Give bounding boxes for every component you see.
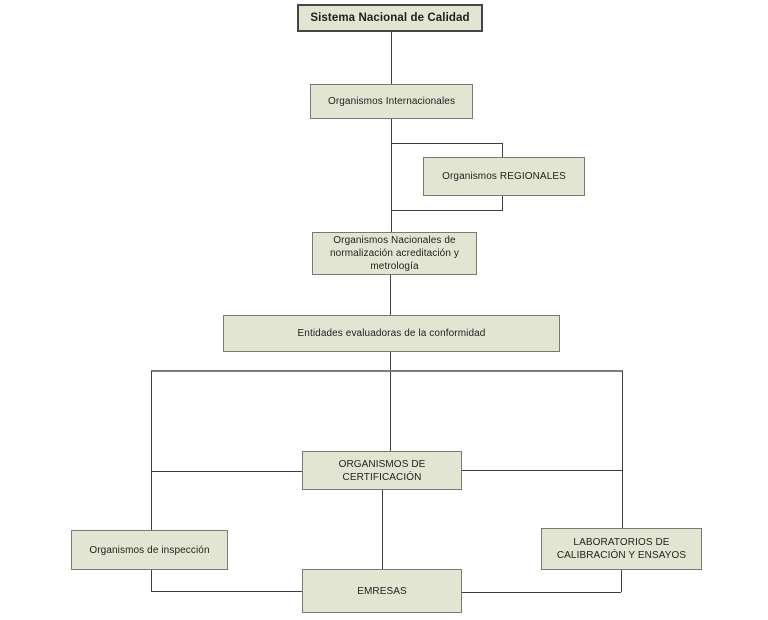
node-organismos-inspeccion: Organismos de inspección bbox=[71, 530, 228, 570]
node-organismos-internacionales: Organismos Internacionales bbox=[310, 84, 473, 119]
node-organismos-certificacion: ORGANISMOS DE CERTIFICACIÓN bbox=[302, 451, 462, 490]
connector-inspeccion-empresas bbox=[151, 591, 302, 592]
connector-branch-regionales-bottom bbox=[391, 210, 503, 211]
connector-empresas-laboratorios bbox=[462, 592, 621, 593]
connector-inspeccion-down bbox=[151, 570, 152, 591]
node-entidades-evaluadoras: Entidades evaluadoras de la conformidad bbox=[223, 315, 560, 352]
connector-right-rail bbox=[622, 371, 623, 528]
connector-top-span bbox=[151, 370, 623, 372]
node-empresas: EMRESAS bbox=[302, 569, 462, 613]
connector-root-internacionales bbox=[391, 32, 392, 84]
connector-branch-regionales-top-stub bbox=[502, 143, 503, 157]
connector-branch-regionales-top bbox=[391, 143, 503, 144]
connector-certificacion-empresas bbox=[382, 490, 383, 569]
node-organismos-regionales: Organismos REGIONALES bbox=[423, 157, 585, 196]
node-laboratorios-calibracion-ensayos: LABORATORIOS DE CALIBRACIÓN Y ENSAYOS bbox=[541, 528, 702, 570]
connector-leftrail-certificacion bbox=[151, 471, 302, 472]
connector-left-rail bbox=[151, 371, 152, 530]
node-organismos-nacionales: Organismos Nacionales de normalización a… bbox=[312, 232, 477, 275]
connector-certificacion-rightrail bbox=[462, 470, 622, 471]
connector-internacionales-nacionales bbox=[391, 119, 392, 232]
node-sistema-nacional-de-calidad: Sistema Nacional de Calidad bbox=[297, 4, 483, 32]
connector-entidades-certificacion bbox=[390, 352, 391, 451]
connector-nacionales-entidades bbox=[390, 275, 391, 315]
connector-laboratorios-down bbox=[621, 570, 622, 592]
connector-branch-regionales-bottom-stub bbox=[502, 196, 503, 210]
